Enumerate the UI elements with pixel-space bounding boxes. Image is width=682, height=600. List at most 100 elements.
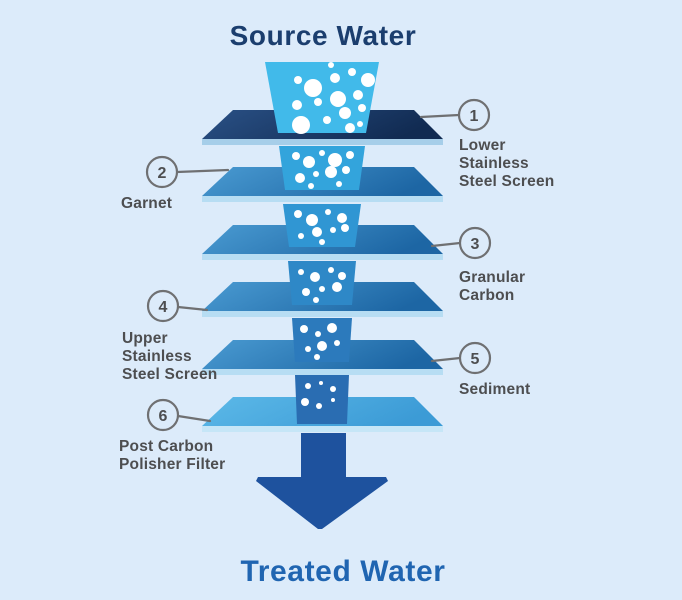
bubble — [319, 381, 323, 385]
bubble — [316, 403, 322, 409]
bubble — [304, 79, 322, 97]
step-marker-2 — [145, 155, 179, 189]
bubble — [312, 227, 322, 237]
layer-edge-6 — [202, 426, 443, 432]
leader-line-3 — [430, 241, 462, 248]
bubble — [300, 325, 308, 333]
bubble — [336, 181, 342, 187]
bubble — [345, 123, 355, 133]
bubble — [317, 341, 327, 351]
step-label-1-line-2: Stainless — [459, 155, 529, 172]
bubble — [298, 233, 304, 239]
leader-line-4 — [176, 305, 209, 312]
bubble — [338, 272, 346, 280]
step-label-3-line-2: Carbon — [459, 287, 514, 304]
step-marker-4 — [146, 289, 180, 323]
bubble — [325, 209, 331, 215]
step-number-6: 6 — [159, 408, 168, 425]
leader-line-6 — [176, 414, 212, 423]
bubble — [357, 121, 363, 127]
bubble — [295, 173, 305, 183]
bubble — [298, 269, 304, 275]
bubble — [327, 323, 337, 333]
step-label-4-line-3: Steel Screen — [122, 366, 217, 383]
bubble — [319, 239, 325, 245]
step-label-1-line-3: Steel Screen — [459, 173, 554, 190]
bubble — [342, 166, 350, 174]
layer-edge-1 — [202, 139, 443, 145]
step-label-6-line-2: Polisher Filter — [119, 456, 225, 473]
water-flow-sections — [265, 62, 379, 424]
bubble — [294, 210, 302, 218]
bubble — [305, 383, 311, 389]
impurity-bubbles-6 — [301, 381, 336, 409]
bubble — [308, 183, 314, 189]
impurity-bubbles-2 — [292, 150, 354, 189]
leader-line-5 — [430, 356, 462, 363]
bubble — [331, 398, 335, 402]
step-callout-3: 3 Granular Carbon — [430, 226, 525, 304]
water-section-4 — [288, 261, 356, 305]
step-label-3-line-1: Granular — [459, 269, 525, 286]
bubble — [341, 224, 349, 232]
bubble — [303, 156, 315, 168]
step-marker-3 — [458, 226, 492, 260]
bubble — [315, 331, 321, 337]
bubble — [337, 213, 347, 223]
bubble — [330, 227, 336, 233]
bubble — [328, 267, 334, 273]
step-marker-5 — [458, 341, 492, 375]
bubble — [339, 107, 351, 119]
bubble — [332, 282, 342, 292]
bubble — [292, 152, 300, 160]
leader-line-1 — [419, 113, 461, 119]
layer-edge-2 — [202, 196, 443, 202]
leader-line-2 — [175, 168, 230, 174]
step-label-1-line-1: Lower — [459, 137, 506, 154]
step-label-6-line-1: Post Carbon — [119, 438, 213, 455]
bubble — [302, 288, 310, 296]
bubble — [292, 116, 310, 134]
step-label-2-line-1: Garnet — [121, 195, 172, 212]
step-number-4: 4 — [159, 299, 168, 316]
step-label-5-line-1: Sediment — [459, 381, 530, 398]
impurity-bubbles-1 — [292, 62, 375, 134]
treated-water-title: Treated Water — [240, 555, 445, 588]
bubble — [305, 346, 311, 352]
step-callout-1: 1 Lower Stainless Steel Screen — [419, 98, 554, 190]
bubble — [328, 62, 334, 68]
bubble — [313, 171, 319, 177]
bubble — [314, 98, 322, 106]
bubble — [294, 76, 302, 84]
bubble — [330, 91, 346, 107]
impurity-bubbles-3 — [294, 209, 349, 245]
step-number-2: 2 — [158, 165, 167, 182]
bubble — [346, 151, 354, 159]
source-water-title: Source Water — [230, 20, 417, 51]
bubble — [328, 153, 342, 167]
impurity-bubbles-5 — [300, 323, 340, 360]
bubble — [314, 354, 320, 360]
bubble — [330, 73, 340, 83]
down-arrow-icon — [256, 433, 388, 529]
step-number-3: 3 — [471, 236, 480, 253]
bubble — [361, 73, 375, 87]
layer-edge-4 — [202, 311, 443, 317]
bubble — [358, 104, 366, 112]
bubble — [313, 297, 319, 303]
step-callout-5: 5 Sediment — [430, 341, 530, 398]
bubble — [319, 150, 325, 156]
step-marker-6 — [146, 398, 180, 432]
step-label-4-line-1: Upper — [122, 330, 168, 347]
step-callout-4: 4 Upper Stainless Steel Screen — [122, 289, 217, 383]
bubble — [310, 272, 320, 282]
bubble — [330, 386, 336, 392]
bubble — [325, 166, 337, 178]
step-number-1: 1 — [470, 108, 479, 125]
bubble — [323, 116, 331, 124]
bubble — [353, 90, 363, 100]
impurity-bubbles-4 — [298, 267, 346, 303]
bubble — [319, 286, 325, 292]
